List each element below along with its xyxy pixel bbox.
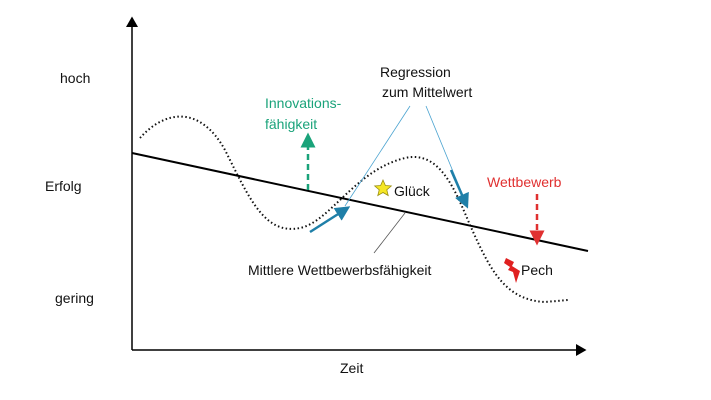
regression-label-2: zum Mittelwert <box>382 84 472 100</box>
regression-pointer-1 <box>344 105 411 207</box>
innovation-label-1: Innovations- <box>265 95 342 111</box>
innovation-label-2: fähigkeit <box>265 116 317 132</box>
bad-luck-label: Pech <box>521 262 553 278</box>
x-axis-label: Zeit <box>340 360 363 376</box>
regression-arrow-down <box>449 169 469 209</box>
y-label-low: gering <box>55 290 94 306</box>
y-label-high: hoch <box>60 70 90 86</box>
mean-line-pointer <box>373 212 406 254</box>
mean-line <box>131 152 589 252</box>
star-icon <box>373 178 393 197</box>
y-label-mid: Erfolg <box>45 178 82 194</box>
competition-label: Wettbewerb <box>487 174 562 190</box>
mean-line-label: Mittlere Wettbewerbsfähigkeit <box>248 262 431 278</box>
lightning-icon <box>504 258 520 283</box>
luck-label: Glück <box>394 183 431 199</box>
regression-arrow-up <box>309 206 351 234</box>
regression-label-1: Regression <box>380 64 451 80</box>
